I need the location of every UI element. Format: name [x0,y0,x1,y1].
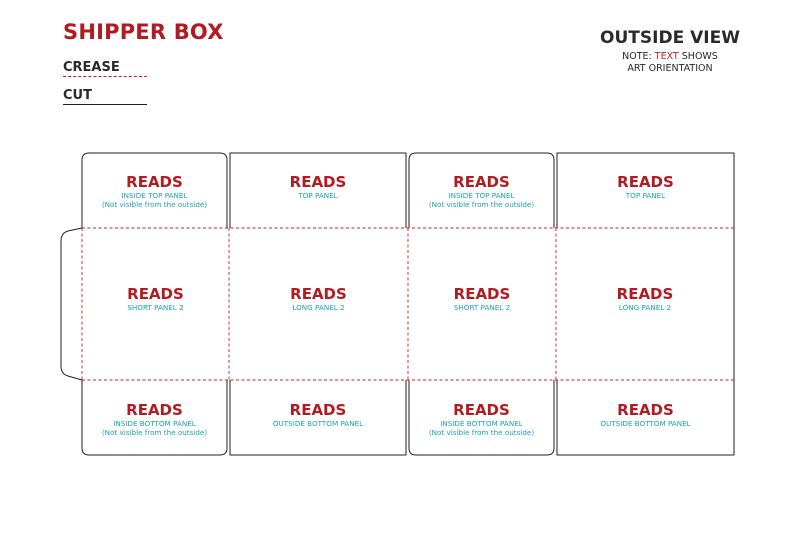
note-highlight: TEXT [654,51,679,62]
panel-caption: INSIDE BOTTOM PANEL [440,419,523,428]
panel-top-2: READS TOP PANEL [557,173,734,201]
panel-outside-bottom-2: READS OUTSIDE BOTTOM PANEL [557,401,734,429]
panel-caption: INSIDE TOP PANEL [448,191,515,200]
note-line-2: ART ORIENTATION [627,63,713,74]
reads-label: READS [289,173,347,191]
cut-lines [60,152,735,456]
panel-caption: OUTSIDE BOTTOM PANEL [600,419,691,428]
cut-bottom-flap-4 [556,380,735,456]
panel-long-2-b: READS LONG PANEL 2 [556,285,734,313]
panel-caption-note: (Not visible from the outside) [101,200,208,209]
cut-bottom-flap-1 [81,380,228,456]
crease-lines [81,227,734,381]
panel-caption-note: (Not visible from the outside) [428,200,535,209]
reads-label: READS [453,173,510,191]
panel-long-2-a: READS LONG PANEL 2 [229,285,408,313]
reads-label: READS [616,285,674,303]
reads-label: READS [453,285,511,303]
panel-inside-bottom-2: READS INSIDE BOTTOM PANEL (Not visible f… [409,401,554,438]
cut-top-flap-1 [81,152,228,228]
reads-label: READS [617,173,674,191]
reads-label: READS [453,401,510,419]
reads-label: READS [127,285,184,303]
reads-label: READS [126,173,183,191]
panel-caption-note: (Not visible from the outside) [101,428,208,437]
panel-caption: OUTSIDE BOTTOM PANEL [272,419,364,428]
view-title: OUTSIDE VIEW [600,28,740,48]
crease-legend-line [63,76,147,77]
cut-top-flap-4 [556,152,735,380]
cut-top-flap-3 [408,152,555,228]
note-prefix: NOTE: [622,51,652,62]
cut-top-flap-2 [229,152,407,228]
orientation-note: NOTE: TEXT SHOWS ART ORIENTATION [590,51,750,75]
reads-label: READS [289,401,347,419]
note-suffix: SHOWS [681,51,718,62]
panel-inside-top-2: READS INSIDE TOP PANEL (Not visible from… [409,173,554,210]
cut-legend-line [63,104,147,105]
panel-caption: SHORT PANEL 2 [127,303,184,312]
reads-label: READS [290,285,347,303]
panel-inside-bottom-1: READS INSIDE BOTTOM PANEL (Not visible f… [82,401,227,438]
panel-short-2-b: READS SHORT PANEL 2 [408,285,556,313]
panel-caption: LONG PANEL 2 [618,303,672,312]
cut-bottom-flap-3 [408,380,555,456]
reads-label: READS [617,401,674,419]
panel-caption: TOP PANEL [625,191,666,200]
panel-caption: LONG PANEL 2 [292,303,345,312]
panel-caption: SHORT PANEL 2 [453,303,511,312]
panel-caption: INSIDE TOP PANEL [121,191,188,200]
panel-short-2-a: READS SHORT PANEL 2 [82,285,229,313]
panel-caption: INSIDE BOTTOM PANEL [113,419,196,428]
panel-inside-top-1: READS INSIDE TOP PANEL (Not visible from… [82,173,227,210]
crease-legend-label: CREASE [63,60,120,75]
cut-legend-label: CUT [63,88,92,103]
cut-glue-flap [60,227,83,381]
panel-caption: TOP PANEL [298,191,338,200]
cut-bottom-flap-2 [229,380,407,456]
page-title: SHIPPER BOX [63,20,224,44]
panel-outside-bottom-1: READS OUTSIDE BOTTOM PANEL [230,401,406,429]
panel-caption-note: (Not visible from the outside) [428,428,535,437]
panel-top-1: READS TOP PANEL [230,173,406,201]
reads-label: READS [126,401,183,419]
